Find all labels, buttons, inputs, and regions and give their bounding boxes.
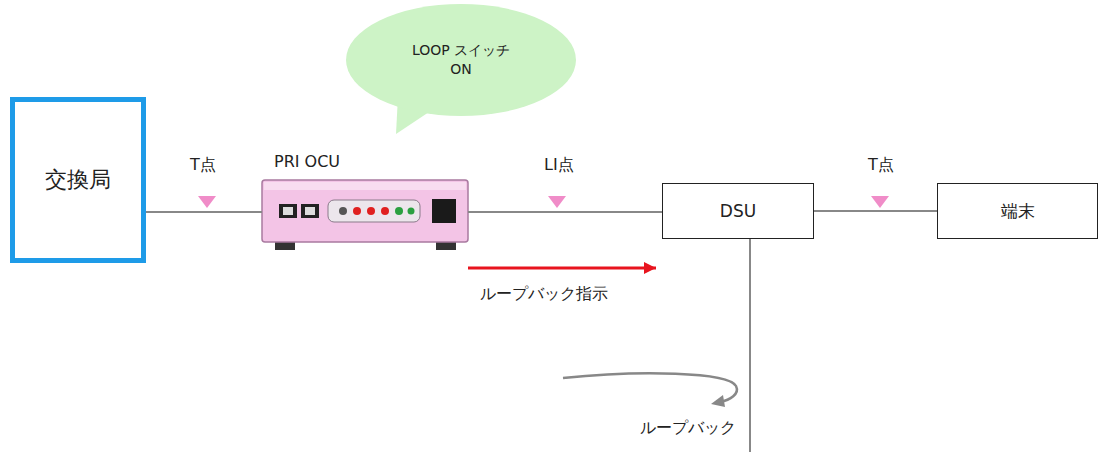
point-marker xyxy=(198,196,216,208)
edge-label: ループバック指示 xyxy=(478,284,610,305)
speech-bubble: LOOP スイッチ ON xyxy=(345,3,577,117)
exchange-box: 交換局 xyxy=(10,97,146,263)
loopback-label: ループバック xyxy=(640,418,736,439)
point-marker xyxy=(548,196,566,208)
dsu-box: DSU xyxy=(662,183,814,239)
device-name: PRI OCU xyxy=(274,151,340,173)
reference-point: T点 xyxy=(190,155,216,176)
node-label: DSU xyxy=(720,200,756,223)
line-connector xyxy=(468,211,662,213)
loop-line xyxy=(749,239,751,452)
node-label: LOOP スイッチ ON xyxy=(411,41,511,79)
bubble-shape xyxy=(345,3,577,117)
point-marker xyxy=(871,196,889,208)
reference-point: LI点 xyxy=(544,155,574,176)
line-connector xyxy=(146,211,262,213)
line-connector xyxy=(814,210,937,212)
loopback-arrow xyxy=(563,373,737,402)
reference-point: T点 xyxy=(868,155,894,176)
arrow-head xyxy=(711,395,725,407)
ocu-device-box: PRI OCU xyxy=(262,178,468,250)
loopback-command-arrow xyxy=(468,267,656,270)
node-label: 交換局 xyxy=(45,165,111,195)
ocu-device xyxy=(262,180,468,250)
terminal-box: 端末 xyxy=(937,183,1098,239)
node-label: 端末 xyxy=(1001,200,1035,223)
